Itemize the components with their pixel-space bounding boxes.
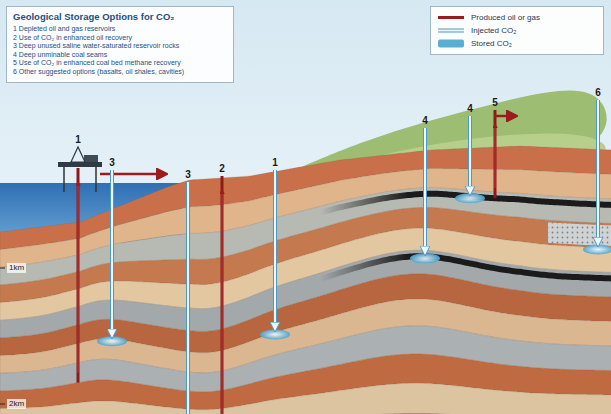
depth-tick (0, 268, 5, 269)
option-list-item: 3 Deep unused saline water-saturated res… (13, 42, 227, 51)
basalt-layer (548, 222, 611, 246)
production-well (221, 176, 224, 414)
stored-co2 (260, 329, 290, 339)
option-list-item: 6 Other suggested options (basalts, oil … (13, 68, 227, 77)
callout-number: 3 (106, 157, 118, 169)
production-well (77, 168, 80, 383)
callout-number: 4 (419, 115, 431, 127)
title-panel: Geological Storage Options for CO₂ 1 Depl… (6, 6, 234, 83)
rock-layer (0, 383, 611, 414)
option-list-item: 1 Depleted oil and gas reservoirs (13, 25, 227, 34)
callout-number: 2 (216, 163, 228, 175)
stored-co2 (455, 193, 485, 203)
production-well (494, 110, 497, 198)
callout-number: 1 (269, 157, 281, 169)
legend-sample (437, 39, 465, 48)
legend-sample (437, 26, 465, 35)
injection-well (274, 170, 276, 330)
produced-flow-arrow (495, 115, 516, 118)
coal-seam (320, 191, 611, 216)
legend-line (438, 30, 464, 32)
offshore-platform (58, 147, 102, 192)
stored-co2 (583, 244, 611, 254)
option-list-item: 5 Use of CO₂ in enhanced coal bed methan… (13, 59, 227, 68)
injection-well (187, 182, 189, 414)
callout-number: 1 (72, 134, 84, 146)
produced-flow-arrow (100, 173, 166, 176)
callout-number: 6 (592, 87, 604, 99)
legend-row: Produced oil or gas (437, 11, 597, 24)
injection-well (597, 100, 599, 245)
legend-text: Produced oil or gas (471, 13, 540, 22)
legend-sample (437, 13, 465, 22)
legend-text: Injected CO₂ (471, 26, 516, 35)
injection-well (111, 170, 113, 337)
produced-flow-arrow (222, 190, 223, 414)
injection-well (424, 128, 426, 254)
depth-label: 2km (7, 399, 26, 409)
coal-seam (320, 253, 611, 282)
legend-line (438, 16, 464, 19)
diagram-title: Geological Storage Options for CO₂ (13, 11, 227, 23)
callout-number: 5 (489, 97, 501, 109)
option-list-item: 2 Use of CO₂ in enhanced oil recovery (13, 34, 227, 43)
option-list-item: 4 Deep unminable coal seams (13, 51, 227, 60)
injection-well (469, 116, 471, 194)
depth-label: 1km (7, 263, 26, 273)
legend-line (438, 29, 464, 33)
callout-number: 3 (182, 169, 194, 181)
stored-co2 (97, 336, 127, 346)
produced-flow-arrow (495, 124, 496, 188)
depth-tick (0, 404, 5, 405)
callout-number: 4 (464, 103, 476, 115)
legend-panel: Produced oil or gasInjected CO₂ Stored CO… (430, 6, 604, 55)
legend-row: Stored CO₂ (437, 37, 597, 50)
legend-row: Injected CO₂ (437, 24, 597, 37)
stored-co2 (410, 253, 440, 263)
rock-layer (0, 413, 611, 414)
produced-flow-arrow (78, 182, 79, 373)
legend-text: Stored CO₂ (471, 39, 512, 48)
legend-swatch (438, 40, 464, 48)
